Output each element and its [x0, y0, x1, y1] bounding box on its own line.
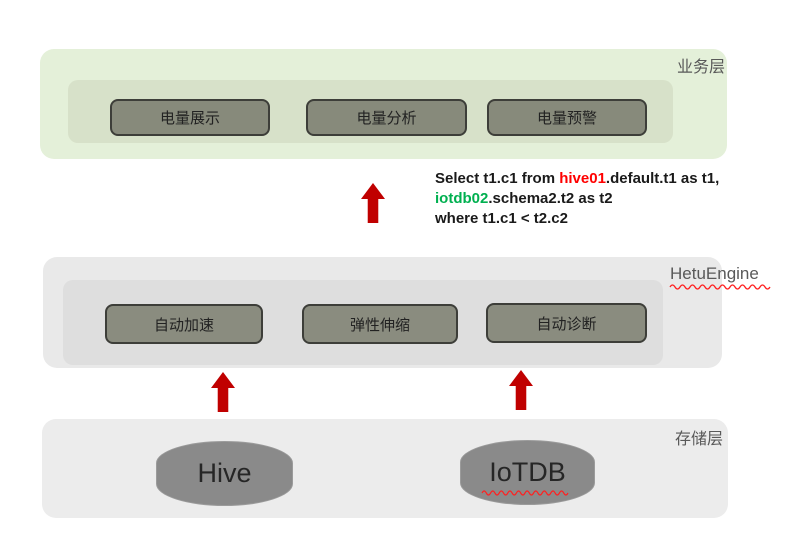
up-arrow-icon: [509, 370, 533, 410]
sql-text: Select t1.c1 from: [435, 170, 560, 187]
sql-line-2: iotdb02.schema2.t2 as t2: [435, 189, 785, 209]
sql-hive-catalog: hive01: [559, 170, 606, 187]
sql-query-annotation: Select t1.c1 from hive01.default.t1 as t…: [435, 169, 785, 229]
shape-power-analysis: 电量分析: [306, 99, 467, 136]
up-arrow-icon: [211, 372, 235, 412]
shape-power-warning: 电量预警: [487, 99, 647, 136]
shape-elastic-scaling: 弹性伸缩: [302, 304, 458, 344]
sql-iotdb-catalog: iotdb02: [435, 190, 489, 207]
sql-text: .schema2.t2 as t2: [488, 190, 613, 207]
sql-text: .default.t1 as t1,: [605, 170, 720, 187]
business-layer-label: 业务层: [677, 59, 726, 76]
shape-auto-acceleration: 自动加速: [105, 304, 263, 344]
red-wavy-underline-icon: [481, 490, 569, 496]
sql-line-1: Select t1.c1 from hive01.default.t1 as t…: [435, 169, 785, 189]
storage-layer-box: [42, 419, 728, 518]
shape-auto-diagnosis: 自动诊断: [486, 303, 647, 343]
storage-layer-label: 存储层: [675, 431, 724, 448]
shape-power-display: 电量展示: [110, 99, 270, 136]
up-arrow-icon: [361, 183, 385, 223]
iotdb-database-shape: IoTDB: [460, 440, 595, 505]
red-wavy-underline-icon: [669, 284, 771, 290]
sql-line-3: where t1.c1 < t2.c2: [435, 209, 785, 229]
hetuengine-layer-label: HetuEngine: [670, 264, 759, 283]
sql-text: where t1.c1 < t2.c2: [435, 210, 568, 227]
hive-database-shape: Hive: [156, 441, 293, 506]
